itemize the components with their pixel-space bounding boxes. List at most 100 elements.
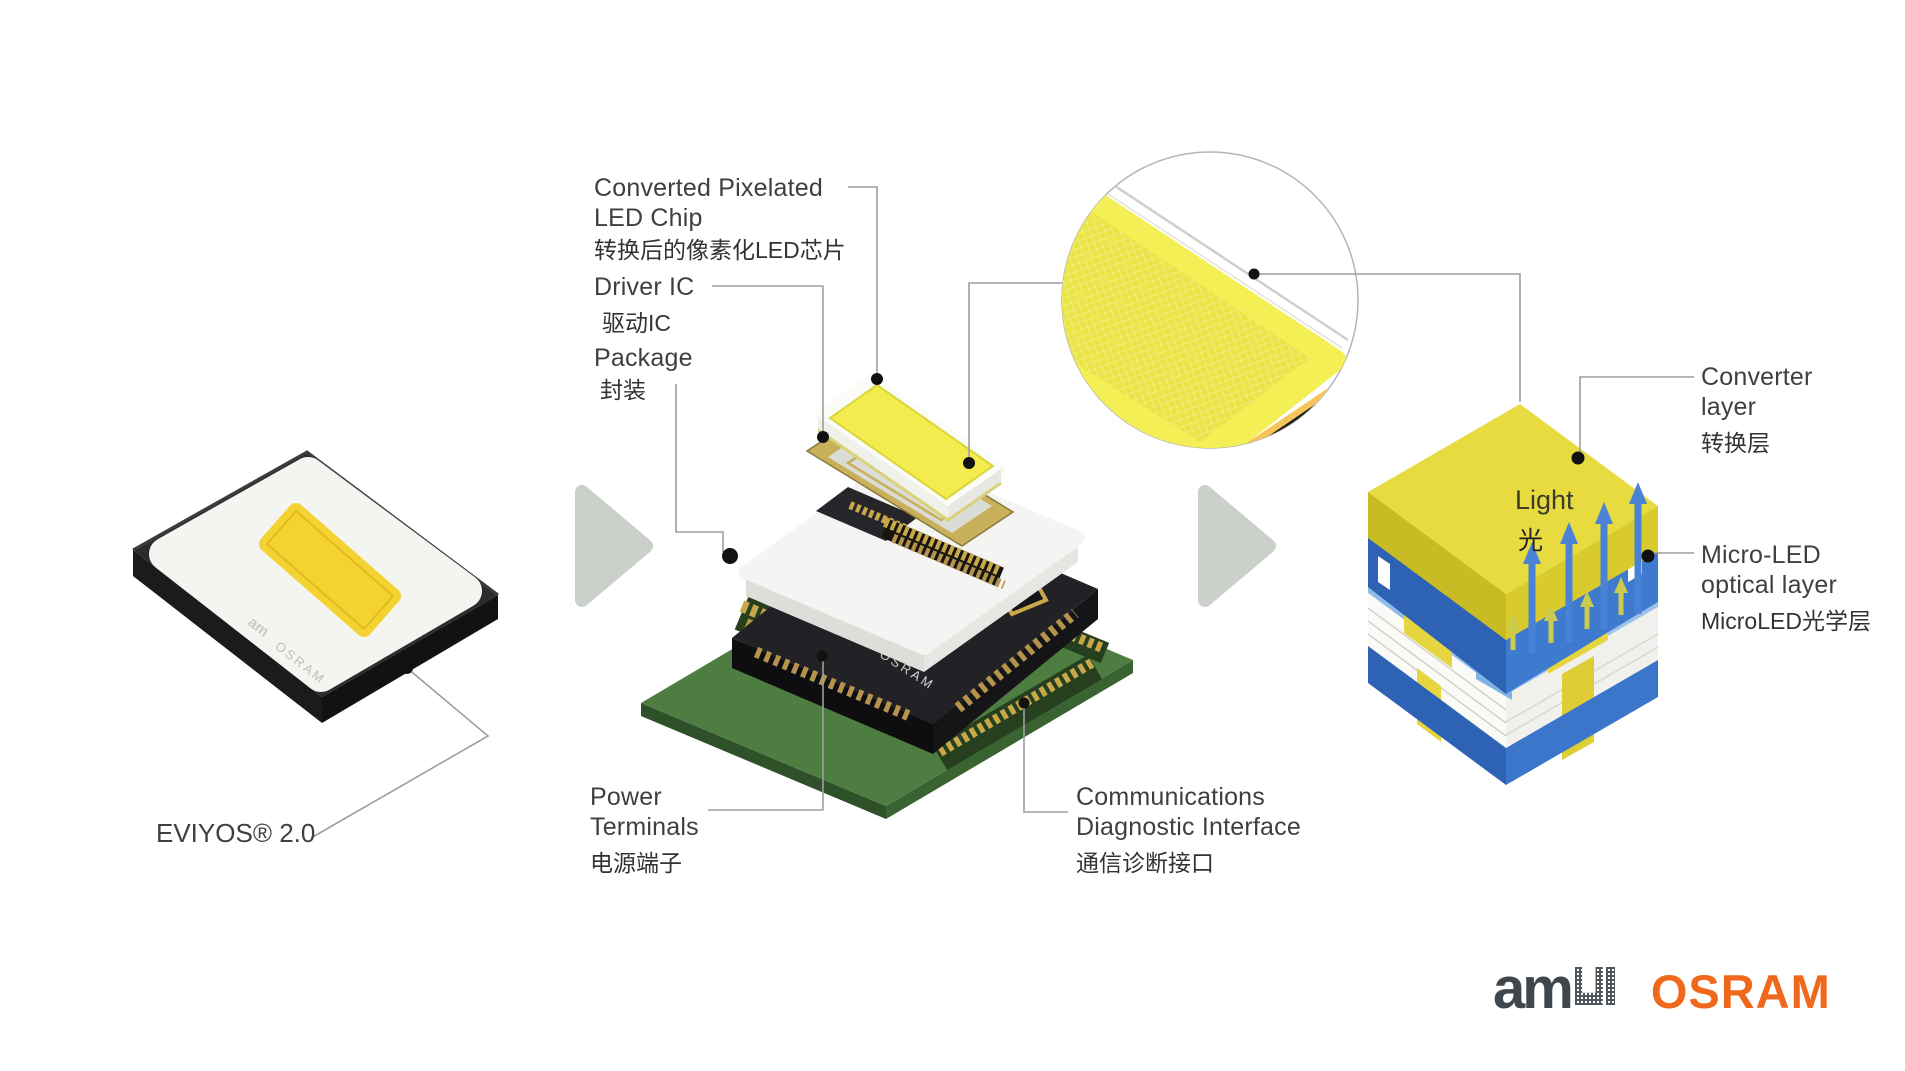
chip-side-left xyxy=(133,550,322,723)
mag-pixel-grid xyxy=(1062,185,1310,442)
label-comms-interface: Communications Diagnostic Interface 通信诊断… xyxy=(1076,782,1301,877)
callout-dot-converted-chip xyxy=(871,373,883,385)
label-eviyos: EVIYOS® 2.0 xyxy=(156,818,316,848)
label-comms-zh: 通信诊断接口 xyxy=(1076,850,1214,876)
label-power-en2: Terminals xyxy=(590,813,699,841)
ams-osram-logo: am OSRAM xyxy=(1493,960,1831,1018)
lamination-l1 xyxy=(1367,607,1507,711)
callout-line-package xyxy=(675,384,724,552)
interposer-pins xyxy=(881,517,1006,590)
submount-side-right xyxy=(933,589,1098,754)
callout-dots xyxy=(401,268,1655,709)
light-arrow-blue-1 xyxy=(1523,542,1541,653)
pcb-pad-band2 xyxy=(932,654,1103,771)
pin-band xyxy=(881,518,1004,587)
callout-line-magnifier xyxy=(968,282,1062,463)
label-converted-chip-en1: Converted Pixelated xyxy=(594,174,823,202)
callout-dot-microled xyxy=(1641,549,1655,563)
callout-line-power xyxy=(708,658,824,811)
light-arrow-small-2 xyxy=(1544,605,1558,643)
label-converter-layer: Converter layer 转换层 xyxy=(1701,362,1813,457)
pcb-side-right xyxy=(886,660,1133,819)
label-power-en1: Power xyxy=(590,783,662,811)
magnifier-circle xyxy=(1061,151,1359,449)
callout-dot-power xyxy=(816,650,828,662)
flow-arrow-icon-2 xyxy=(1198,485,1276,607)
light-arrow-small-4 xyxy=(1614,577,1628,615)
label-comms-en2: Diagnostic Interface xyxy=(1076,813,1301,841)
label-power-terminals: Power Terminals 电源端子 xyxy=(590,782,699,877)
label-light-zh: 光 xyxy=(1518,527,1544,555)
label-converted-chip: Converted Pixelated LED Chip 转换后的像素化LED芯… xyxy=(594,173,846,264)
label-converted-chip-en2: LED Chip xyxy=(594,204,703,232)
label-converter-en2: layer xyxy=(1701,393,1757,421)
exploded-stack: am OSRAM xyxy=(641,374,1133,819)
callout-line-converted-chip xyxy=(848,186,878,378)
blue-base-right xyxy=(1506,660,1658,785)
callout-line-driver-ic xyxy=(712,285,824,437)
callout-dot-package xyxy=(722,548,738,564)
label-microled-layer: Micro-LED optical layer MicroLED光学层 xyxy=(1701,540,1871,635)
light-arrow-small-1 xyxy=(1506,614,1520,650)
microled-blue-left xyxy=(1368,533,1506,694)
blue-base-left xyxy=(1368,646,1506,785)
callout-dot-eviyos xyxy=(401,662,413,674)
converter-side-right xyxy=(1506,506,1658,640)
led-chip-underside-edge xyxy=(817,428,1002,522)
submount-pads-left xyxy=(753,646,915,723)
label-driver-ic-zh: 驱动IC xyxy=(602,310,671,336)
label-converter-en1: Converter xyxy=(1701,363,1813,391)
label-package-en: Package xyxy=(594,344,693,372)
label-power-zh: 电源端子 xyxy=(590,850,682,876)
light-arrow-blue-4 xyxy=(1629,482,1647,614)
led-chip-side-left xyxy=(818,416,948,520)
callout-dot-comms xyxy=(1018,697,1030,709)
led-chip-side-right xyxy=(948,469,1001,520)
ams-wordmark: am xyxy=(1493,956,1574,1021)
callout-line-comms xyxy=(1023,706,1068,813)
converter-upper-slab xyxy=(1368,404,1658,694)
light-arrow-blue-3 xyxy=(1595,502,1613,629)
pcb-side-left xyxy=(641,703,886,819)
converter-stack xyxy=(1367,404,1659,785)
light-arrow-small-3 xyxy=(1580,591,1594,629)
callouts xyxy=(310,186,1694,839)
light-arrows xyxy=(1506,482,1647,653)
callout-dot-mag xyxy=(1248,268,1260,280)
label-microled-zh: MicroLED光学层 xyxy=(1701,608,1871,634)
led-chip-layer xyxy=(813,374,1006,522)
label-comms-en1: Communications xyxy=(1076,783,1265,811)
ams-pixel-s-u-shape xyxy=(1574,967,1603,1005)
submount-side-left xyxy=(732,638,933,754)
callout-line-converter xyxy=(1579,376,1694,456)
chip-emitter-outline xyxy=(266,510,394,630)
label-package: Package 封装 xyxy=(594,343,693,404)
ams-pixel-s-bar xyxy=(1605,967,1615,1005)
callout-dot-converter xyxy=(1571,451,1585,465)
callout-line-eviyos xyxy=(310,667,490,839)
converter-top xyxy=(1368,404,1658,594)
flow-arrow-icon xyxy=(575,485,653,607)
converter-side-left xyxy=(1368,492,1506,640)
pcb-pins-row3 xyxy=(937,656,1098,757)
callout-dot-magnifier xyxy=(963,457,975,469)
label-driver-ic: Driver IC 驱动IC xyxy=(594,272,694,337)
label-microled-en1: Micro-LED xyxy=(1701,541,1821,569)
ams-pixel-s-icon xyxy=(1574,967,1615,1005)
led-chip-surface xyxy=(828,383,995,501)
label-light-en: Light xyxy=(1515,485,1574,515)
lamination-l2 xyxy=(1367,620,1507,724)
label-converted-chip-zh: 转换后的像素化LED芯片 xyxy=(594,237,846,263)
callout-dot-driver-ic xyxy=(817,431,829,443)
osram-wordmark: OSRAM xyxy=(1650,965,1831,1018)
white-stack-left xyxy=(1368,593,1506,748)
label-package-zh: 封装 xyxy=(600,377,646,403)
light-arrow-blue-2 xyxy=(1560,522,1578,642)
label-converter-zh: 转换层 xyxy=(1701,430,1770,456)
chip-side-right xyxy=(322,595,498,723)
eviyos-chip: am OSRAM xyxy=(132,450,499,723)
blue-notch-left xyxy=(1378,556,1390,590)
callout-line-mag-to-stack xyxy=(1254,273,1521,402)
